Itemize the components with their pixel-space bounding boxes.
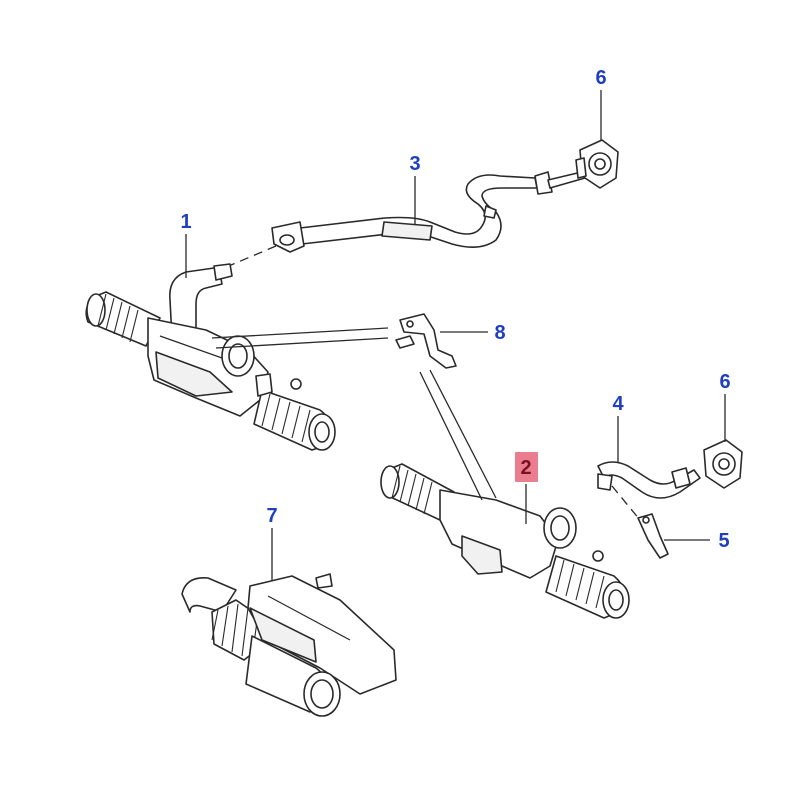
leader-8-fan-b (215, 337, 389, 349)
clip-part-5 (611, 485, 669, 559)
callout-8[interactable]: 8 (494, 322, 505, 344)
bracket-part-8 (395, 313, 457, 369)
callout-2[interactable]: 2 (520, 457, 531, 479)
callout-3[interactable]: 3 (409, 153, 420, 175)
air-intake-assembly-part-2 (380, 463, 630, 619)
callout-1[interactable]: 1 (180, 211, 191, 233)
hose-part-4 (597, 461, 701, 499)
callout-6-right[interactable]: 6 (719, 371, 730, 393)
callout-6-top[interactable]: 6 (595, 67, 606, 89)
highlight-box-2 (515, 452, 538, 482)
callout-7[interactable]: 7 (266, 505, 277, 527)
valve-part-6-top (575, 139, 619, 189)
leader-lines (185, 90, 726, 580)
valve-part-6-right (703, 439, 743, 489)
breather-hose-part-3 (223, 169, 593, 269)
leader-8-fan-a (211, 327, 389, 339)
callout-4[interactable]: 4 (612, 393, 624, 415)
intake-duct-part-7 (181, 573, 397, 717)
callout-labels: 1 2 3 4 5 6 6 7 8 (180, 67, 730, 552)
air-intake-assembly-part-1 (85, 263, 336, 451)
leader-8-fan-c (429, 369, 497, 499)
leader-8-fan-d (419, 371, 483, 501)
callout-5[interactable]: 5 (718, 530, 729, 552)
